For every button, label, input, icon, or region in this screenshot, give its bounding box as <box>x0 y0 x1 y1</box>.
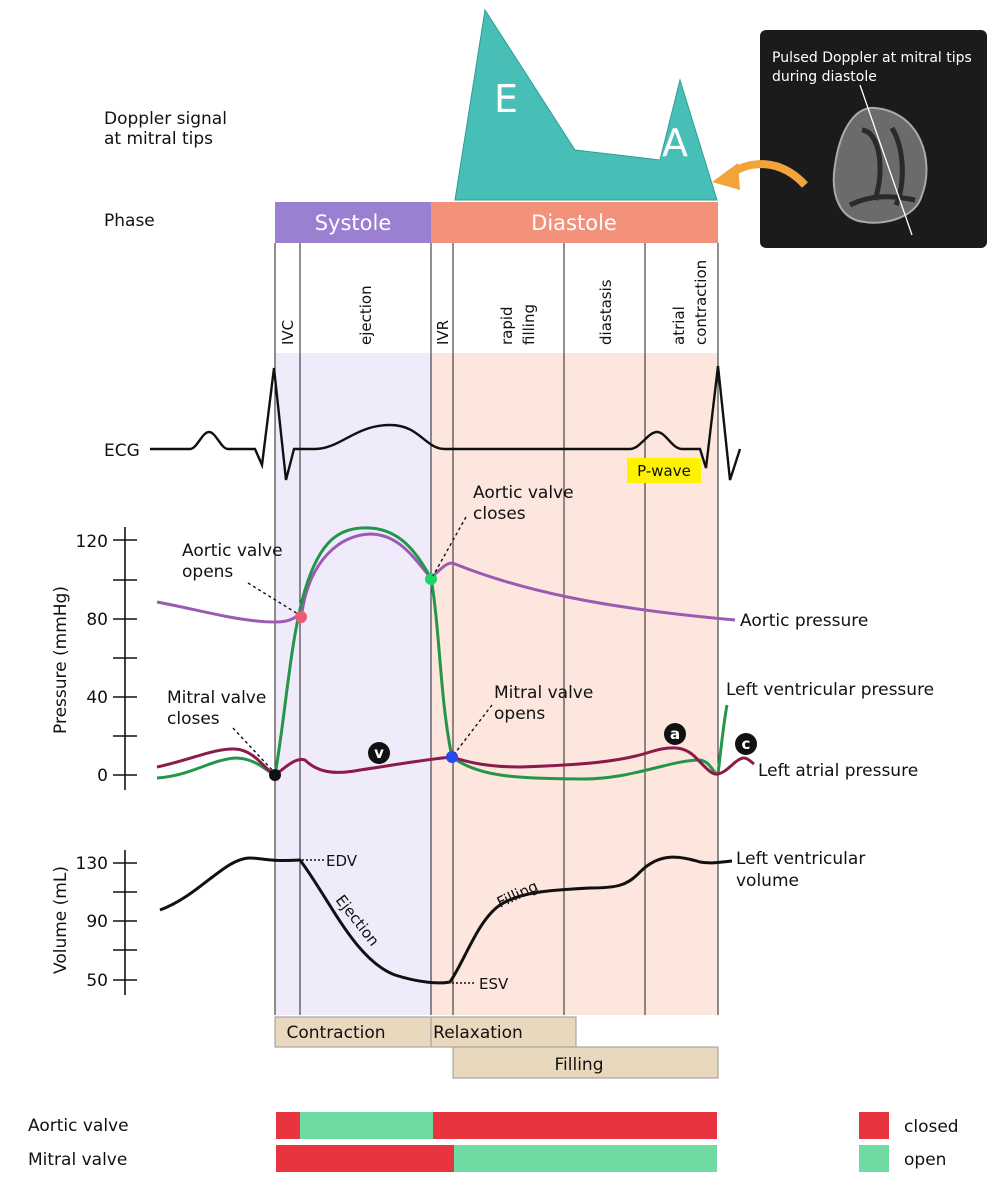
a-wave-label: a <box>670 725 680 743</box>
pwave-label: P-wave <box>637 462 691 480</box>
lv-volume-curve <box>159 855 733 985</box>
edv-label: EDV <box>326 852 358 870</box>
volume-axis-label: Volume (mL) <box>51 866 71 974</box>
filling-label: Filling <box>555 1055 604 1075</box>
diastole-title: Diastole <box>531 211 617 235</box>
doppler-a-label: A <box>662 121 688 165</box>
relaxation-label: Relaxation <box>433 1023 523 1043</box>
heart-echo-icon <box>832 84 928 236</box>
aortic-open-segment <box>300 1112 433 1139</box>
aortic-pressure-curve <box>156 532 736 624</box>
pressure-tick-120: 120 <box>76 532 108 552</box>
systole-title: Systole <box>315 211 392 235</box>
aortic-closes-label-1: Aortic valve <box>473 483 574 503</box>
doppler-inset-line1: Pulsed Doppler at mitral tips <box>772 50 972 66</box>
systole-bar <box>275 202 431 243</box>
annotation-leaders <box>232 516 493 772</box>
esv-label: ESV <box>479 975 509 993</box>
aortic-valve-row-label: Aortic valve <box>28 1116 129 1136</box>
aortic-closed-segment-1 <box>276 1112 300 1139</box>
c-wave-label: c <box>742 735 751 753</box>
mitral-closes-label-1: Mitral valve <box>167 688 266 708</box>
mitral-opens-label-2: opens <box>494 704 545 724</box>
legend-closed-swatch <box>859 1112 889 1139</box>
volume-tick-130: 130 <box>76 854 108 874</box>
mitral-valve-row-label: Mitral valve <box>28 1150 127 1170</box>
doppler-label-line2: at mitral tips <box>104 129 213 149</box>
phase-rapid-filling-1: rapid <box>498 306 516 345</box>
phase-ivr: IVR <box>434 320 452 345</box>
doppler-label-line1: Doppler signal <box>104 109 227 129</box>
contraction-label: Contraction <box>286 1023 385 1043</box>
volume-axis <box>113 850 137 995</box>
doppler-arrowhead <box>712 163 740 190</box>
mitral-closed-segment <box>276 1145 454 1172</box>
pressure-tick-0: 0 <box>97 766 108 786</box>
aortic-closes-label-2: closes <box>473 504 526 524</box>
phase-atrial-contraction-1: atrial <box>670 306 688 345</box>
mitral-valve-closes-dot <box>269 769 281 781</box>
mitral-opens-label-1: Mitral valve <box>494 683 593 703</box>
phase-atrial-contraction-2: contraction <box>692 260 710 345</box>
doppler-waveform <box>454 8 718 201</box>
doppler-inset-line2: during diastole <box>772 69 877 85</box>
aortic-opens-label-1: Aortic valve <box>182 541 283 561</box>
mitral-closes-label-2: closes <box>167 709 220 729</box>
phase-diastasis: diastasis <box>597 279 615 345</box>
volume-tick-50: 50 <box>86 971 108 991</box>
c-wave-marker <box>735 733 757 755</box>
lv-volume-label-1: Left ventricular <box>736 849 865 869</box>
v-wave-label: v <box>374 744 384 762</box>
aortic-pressure-label: Aortic pressure <box>740 611 868 631</box>
systole-shading <box>275 353 431 1015</box>
ecg-label: ECG <box>104 441 140 461</box>
doppler-e-label: E <box>494 77 518 121</box>
phase-ivc: IVC <box>279 320 297 345</box>
aortic-closed-segment-2 <box>433 1112 717 1139</box>
pressure-axis <box>113 527 137 790</box>
aortic-valve-opens-dot <box>295 611 307 623</box>
a-wave-marker <box>664 723 686 745</box>
phase-ejection: ejection <box>357 285 375 345</box>
filling-bar <box>452 1046 719 1079</box>
v-wave-marker <box>368 742 390 764</box>
phase-label: Phase <box>104 211 155 231</box>
lv-volume-label-2: volume <box>736 871 799 891</box>
volume-tick-90: 90 <box>86 912 108 932</box>
relaxation-bar <box>430 1016 577 1048</box>
aortic-opens-label-2: opens <box>182 562 233 582</box>
diastole-bar <box>431 202 718 243</box>
legend-closed-label: closed <box>904 1117 959 1137</box>
legend-open-swatch <box>859 1145 889 1172</box>
mitral-valve-opens-dot <box>446 751 458 763</box>
mitral-open-segment <box>454 1145 717 1172</box>
lv-pressure-label: Left ventricular pressure <box>726 680 934 700</box>
ecg-trace <box>150 365 742 481</box>
pressure-tick-40: 40 <box>86 688 108 708</box>
pwave-badge <box>627 458 701 483</box>
phase-rapid-filling-2: filling <box>520 304 538 345</box>
legend-open-label: open <box>904 1150 946 1170</box>
la-pressure-label: Left atrial pressure <box>758 761 918 781</box>
pressure-axis-label: Pressure (mmHg) <box>51 586 71 734</box>
pressure-tick-80: 80 <box>86 610 108 630</box>
aortic-valve-closes-dot <box>425 573 437 585</box>
